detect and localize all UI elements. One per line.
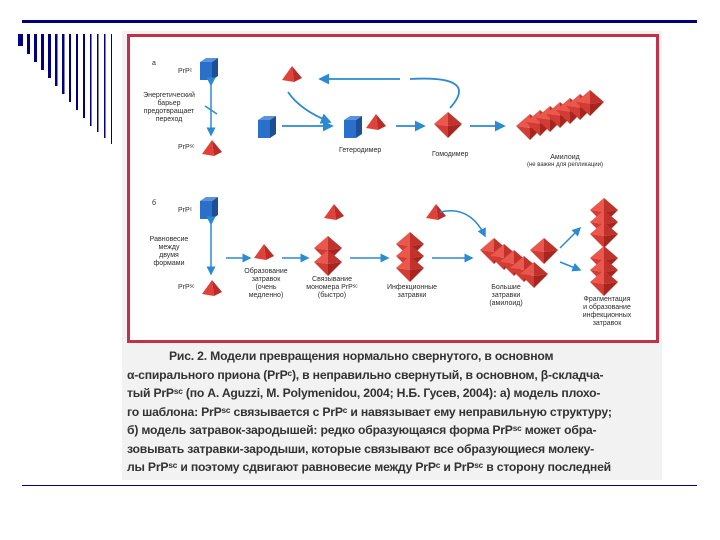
heterodimer-pyramid (366, 114, 386, 130)
panel-b-label: б (152, 200, 156, 208)
figure-caption: Рис. 2. Модели превращения нормально све… (127, 347, 655, 477)
seed-formation-label: Образование затравок (очень медленно) (236, 268, 296, 300)
prpc-cube-a2 (258, 116, 276, 138)
heterodimer-cube (344, 116, 362, 138)
equilibrium-label: Равновесие между двумя формами (133, 236, 205, 268)
prpsc-pyramid-a (202, 140, 222, 156)
fragment-stack-bottom (590, 246, 618, 296)
infectious-seeds-stack (396, 232, 424, 282)
large-seeds-stack (480, 238, 558, 288)
monomer-binding-label: Связывание мономера PrPˢᶜ (быстро) (300, 276, 364, 300)
prpc-cube-a (200, 58, 218, 80)
amyloid-label: Амилоид (не важен для репликации) (510, 154, 620, 169)
prpc-cube-b (200, 197, 218, 219)
seed-pyramid (254, 244, 274, 260)
fragmentation-label: Фрагментация и образование инфекционных … (570, 296, 644, 328)
homodimer (434, 112, 462, 138)
monomer-pyramid-1 (324, 204, 344, 220)
prpc-label-b: PrPᶜ (178, 207, 192, 215)
large-seeds-label: Большие затравки (амилоид) (474, 284, 538, 308)
amyloid-stack-a (516, 90, 604, 140)
infectious-seeds-label: Инфекционные затравки (380, 284, 444, 300)
energy-barrier-label: Энергетический барьер предотвращает пере… (133, 92, 205, 124)
prpsc-label-b: PrPˢᶜ (178, 284, 195, 292)
prpsc-label-a: PrPˢᶜ (178, 144, 195, 152)
panel-a-graphics (200, 58, 604, 156)
free-prpsc-a (282, 66, 302, 82)
slide-bottom-rule (22, 485, 697, 486)
monomer-binding-stack (314, 236, 342, 276)
fragment-stack-top (590, 198, 618, 248)
heterodimer-label: Гетеродимер (339, 147, 381, 155)
homodimer-label: Гомодимер (432, 151, 468, 159)
prpsc-pyramid-b (202, 280, 222, 296)
panel-a-label: а (152, 60, 156, 68)
prpc-label-a: PrPᶜ (178, 68, 192, 76)
